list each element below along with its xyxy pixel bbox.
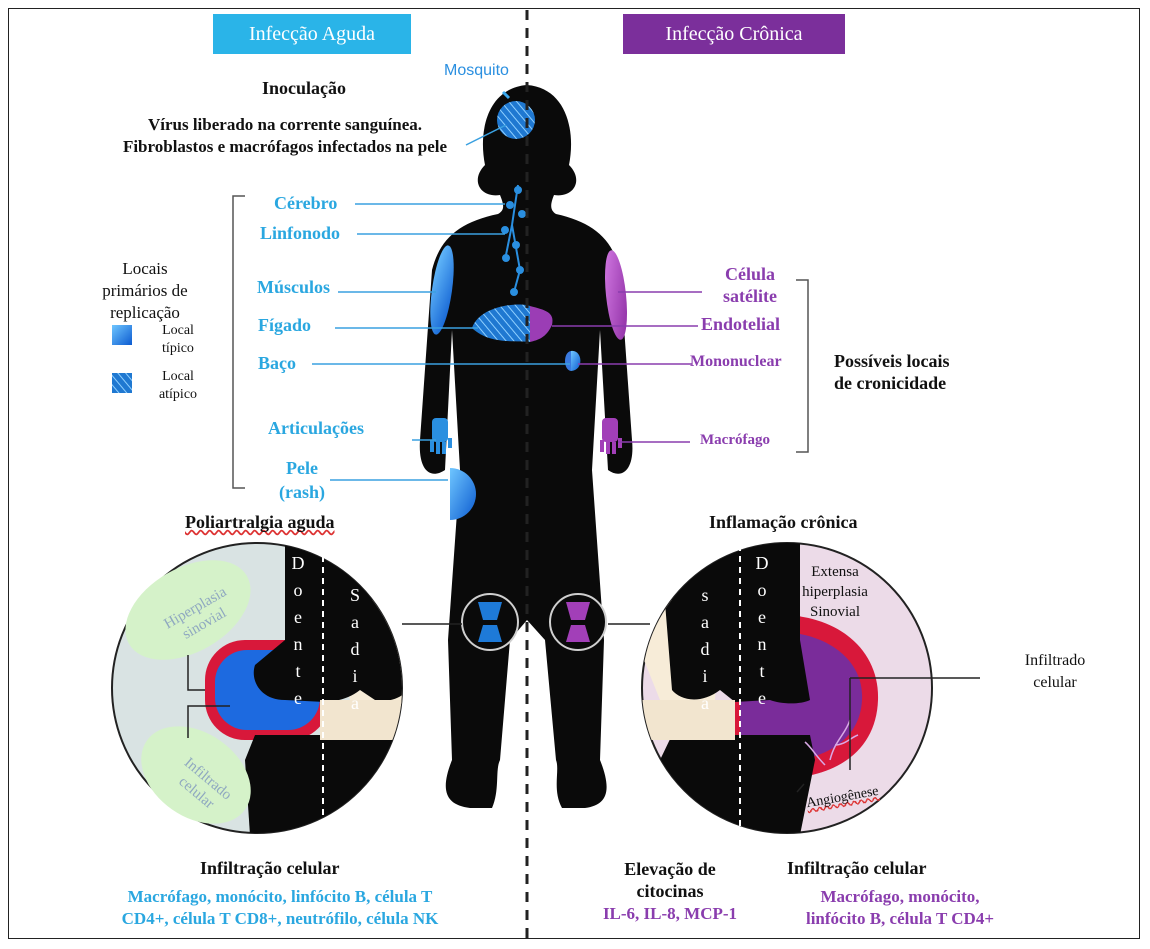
legend-title-line: Locais [100, 258, 190, 280]
chronic-sick-vertical: D o e n t e [752, 550, 772, 712]
chronic-cell-list: Macrófago, monócito, linfócito B, célula… [770, 886, 1030, 930]
site-macrophage: Macrófago [700, 432, 770, 449]
inoculation-label: Inoculação [262, 78, 346, 99]
legend-typical-swatch [112, 325, 132, 345]
legend-title: Locais primários de replicação [100, 258, 190, 324]
virus-line-1: Vírus liberado na corrente sanguínea. [110, 114, 460, 136]
chronic-joint-title: Inflamação crônica [709, 512, 857, 533]
legend-title-line: primários de [100, 280, 190, 302]
letter: S [345, 582, 365, 609]
letter: o [288, 577, 308, 604]
acute-cell-line: Macrófago, monócito, linfócito B, célula… [90, 886, 470, 908]
legend-atypical-label: Local atípico [150, 368, 206, 404]
letter: D [288, 550, 308, 577]
site-skin: Pele (rash) [262, 456, 342, 504]
cytokine-list: IL-6, IL-8, MCP-1 [590, 904, 750, 924]
acute-joint-title: Poliartralgia aguda [185, 512, 335, 533]
letter: e [752, 685, 772, 712]
chronic-extensive-hyperplasia: Extensa hiperplasia Sinovial [790, 562, 880, 622]
letter: e [288, 604, 308, 631]
legend-typical-line: Local [150, 322, 206, 340]
site-satellite-line: Célula [700, 263, 800, 285]
site-satellite-cell: Célula satélite [700, 263, 800, 307]
site-satellite-line: satélite [700, 285, 800, 307]
letter: s [695, 582, 715, 609]
cytokine-title: Elevação de citocinas [600, 858, 740, 902]
acute-joint-circle [108, 540, 420, 844]
cytokine-title-line: citocinas [600, 880, 740, 902]
site-spleen: Baço [258, 353, 296, 374]
letter: i [345, 663, 365, 690]
acute-bracket [233, 196, 245, 488]
knee-left [462, 594, 518, 650]
acute-cell-list: Macrófago, monócito, linfócito B, célula… [90, 886, 470, 930]
head-virus-spot [497, 101, 535, 139]
letter: a [695, 609, 715, 636]
legend-typical-label: Local típico [150, 322, 206, 358]
site-liver: Fígado [258, 315, 311, 336]
site-brain: Cérebro [274, 193, 337, 214]
letter: d [345, 636, 365, 663]
letter: a [695, 690, 715, 717]
infiltrate-line: Infiltrado [1000, 650, 1110, 672]
infiltrate-line: celular [1000, 672, 1110, 694]
virus-line-2: Fibroblastos e macrófagos infectados na … [110, 136, 460, 158]
letter: o [752, 577, 772, 604]
site-skin-line: (rash) [262, 480, 342, 504]
site-joints: Articulações [268, 418, 364, 439]
site-endothelial: Endotelial [701, 314, 780, 335]
chronic-cell-line: Macrófago, monócito, [770, 886, 1030, 908]
hyperplasia-line: Sinovial [790, 602, 880, 622]
letter: i [695, 663, 715, 690]
legend-atypical-line: atípico [150, 386, 206, 404]
legend-atypical-swatch [112, 373, 132, 393]
chronic-infiltration-title: Infiltração celular [787, 858, 926, 879]
site-lymph-node: Linfonodo [260, 223, 340, 244]
legend-typical-line: típico [150, 340, 206, 358]
letter: a [345, 609, 365, 636]
possible-line: Possíveis locais [834, 350, 950, 372]
legend-title-line: replicação [100, 302, 190, 324]
hyperplasia-line: Extensa [790, 562, 880, 582]
letter: e [752, 604, 772, 631]
mosquito-label: Mosquito [444, 62, 509, 80]
letter: a [345, 690, 365, 717]
acute-infiltration-title: Infiltração celular [200, 858, 339, 879]
chronic-healthy-vertical: s a d i a [695, 582, 715, 717]
header-chronic-infection: Infecção Crônica [623, 14, 845, 54]
letter: n [752, 631, 772, 658]
chronic-infiltrate-label: Infiltrado celular [1000, 650, 1110, 694]
letter: d [695, 636, 715, 663]
letter: n [288, 631, 308, 658]
cytokine-title-line: Elevação de [600, 858, 740, 880]
acute-healthy-vertical: S a d i a [345, 582, 365, 717]
virus-released-text: Vírus liberado na corrente sanguínea. Fi… [110, 114, 460, 158]
letter: t [752, 658, 772, 685]
acute-sick-vertical: D o e n t e [288, 550, 308, 712]
chronic-cell-line: linfócito B, célula T CD4+ [770, 908, 1030, 930]
site-skin-line: Pele [262, 456, 342, 480]
possible-line: de cronicidade [834, 372, 950, 394]
letter: e [288, 685, 308, 712]
possible-chronicity-sites: Possíveis locais de cronicidade [834, 350, 950, 394]
legend-atypical-line: Local [150, 368, 206, 386]
header-acute-infection: Infecção Aguda [213, 14, 411, 54]
knee-right [550, 594, 606, 650]
site-muscles: Músculos [257, 277, 330, 298]
hyperplasia-line: hiperplasia [790, 582, 880, 602]
site-mononuclear: Mononuclear [690, 353, 782, 371]
letter: t [288, 658, 308, 685]
letter: D [752, 550, 772, 577]
acute-cell-line: CD4+, célula T CD8+, neutrófilo, célula … [90, 908, 470, 930]
